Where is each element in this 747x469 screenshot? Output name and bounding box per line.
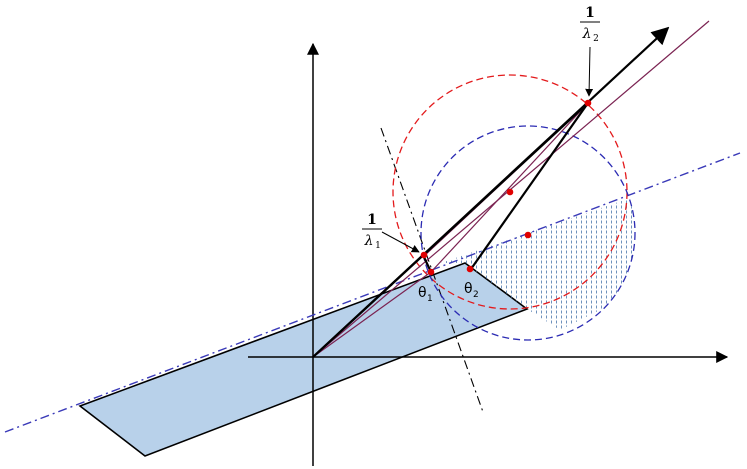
point-theta2 (466, 265, 474, 273)
diffracted-wavevector-1 (312, 102, 589, 358)
svg-text:λ: λ (364, 233, 374, 249)
point-theta1 (427, 268, 435, 276)
point-lambda1 (420, 251, 428, 259)
theta1-label: θ 1 (418, 285, 433, 304)
svg-text:1: 1 (375, 241, 381, 251)
inv-lambda2-label: 1 λ 2 (580, 5, 600, 44)
point-blue-center (524, 231, 532, 239)
lambda1-pointer (381, 231, 420, 253)
svg-text:1: 1 (585, 5, 595, 21)
plane-trace-line (4, 152, 741, 433)
crystal-plane (78, 262, 529, 457)
svg-text:1: 1 (367, 212, 377, 228)
svg-text:θ: θ (464, 281, 473, 297)
red-points (420, 99, 592, 276)
svg-text:λ: λ (582, 26, 592, 42)
normal-line (380, 127, 484, 413)
diffracted-wavevector-2 (470, 102, 589, 270)
svg-text:2: 2 (473, 290, 479, 300)
point-red-center (506, 188, 514, 196)
theta2-label: θ 2 (464, 281, 479, 300)
point-lambda2 (584, 99, 592, 107)
hatched-intersection-region (441, 197, 635, 330)
svg-text:2: 2 (593, 34, 599, 44)
svg-text:1: 1 (427, 294, 433, 304)
svg-text:θ: θ (418, 285, 427, 301)
ewald-circle-blue (420, 125, 636, 341)
inv-lambda1-label: 1 λ 1 (362, 212, 382, 251)
lambda2-pointer (585, 46, 594, 97)
